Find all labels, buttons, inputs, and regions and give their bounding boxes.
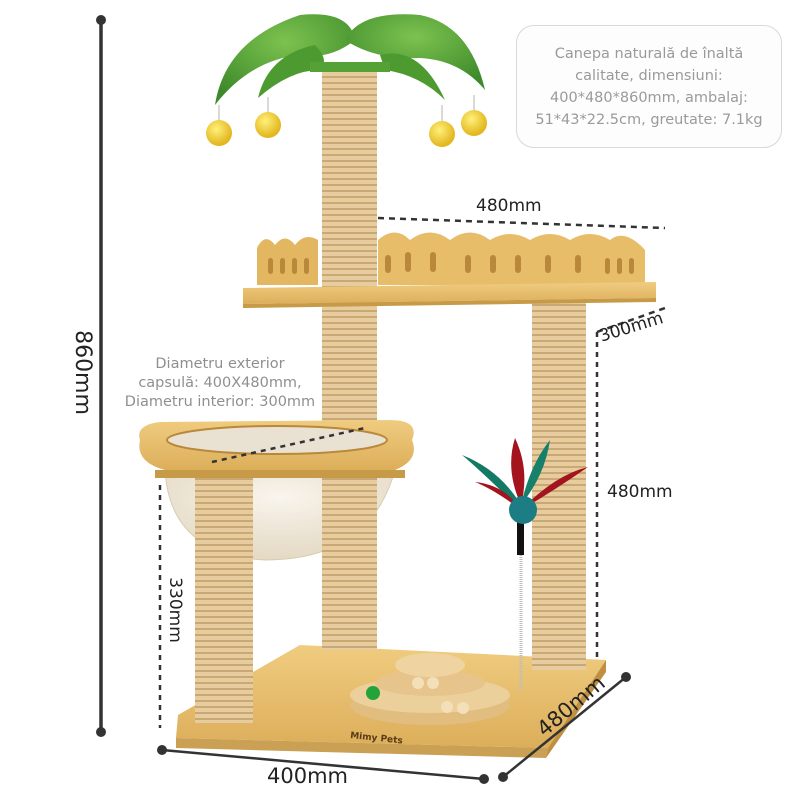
capsule-height-label: 330mm	[164, 577, 185, 643]
spec-line: 51*43*22.5cm, greutate: 7.1kg	[535, 111, 763, 128]
ball-track-toy	[350, 653, 510, 725]
post-height-label: 480mm	[607, 482, 673, 502]
hanging-balls	[206, 95, 487, 147]
capsule-diameter-note: Diametru exterior capsulă: 400X480mm, Di…	[112, 355, 328, 412]
top-platform	[243, 232, 656, 308]
capsule-note-line: Diametru interior: 300mm	[124, 394, 316, 410]
capsule-note-line: capsulă: 400X480mm,	[138, 375, 302, 391]
total-height-label: 860mm	[69, 330, 95, 415]
spec-line: calitate, dimensiuni:	[575, 67, 723, 84]
capsule-note-line: Diametru exterior	[155, 356, 285, 372]
spec-info-box: Canepa naturală de înaltă calitate, dime…	[516, 25, 782, 148]
spec-line: Canepa naturală de înaltă	[554, 45, 744, 62]
spec-line: 400*480*860mm, ambalaj:	[550, 89, 748, 106]
dimension-lines	[96, 15, 669, 784]
palm-top	[215, 14, 485, 106]
feather-toy	[462, 438, 588, 690]
platform-width-label: 480mm	[476, 196, 542, 216]
base-width-label: 400mm	[267, 764, 348, 788]
